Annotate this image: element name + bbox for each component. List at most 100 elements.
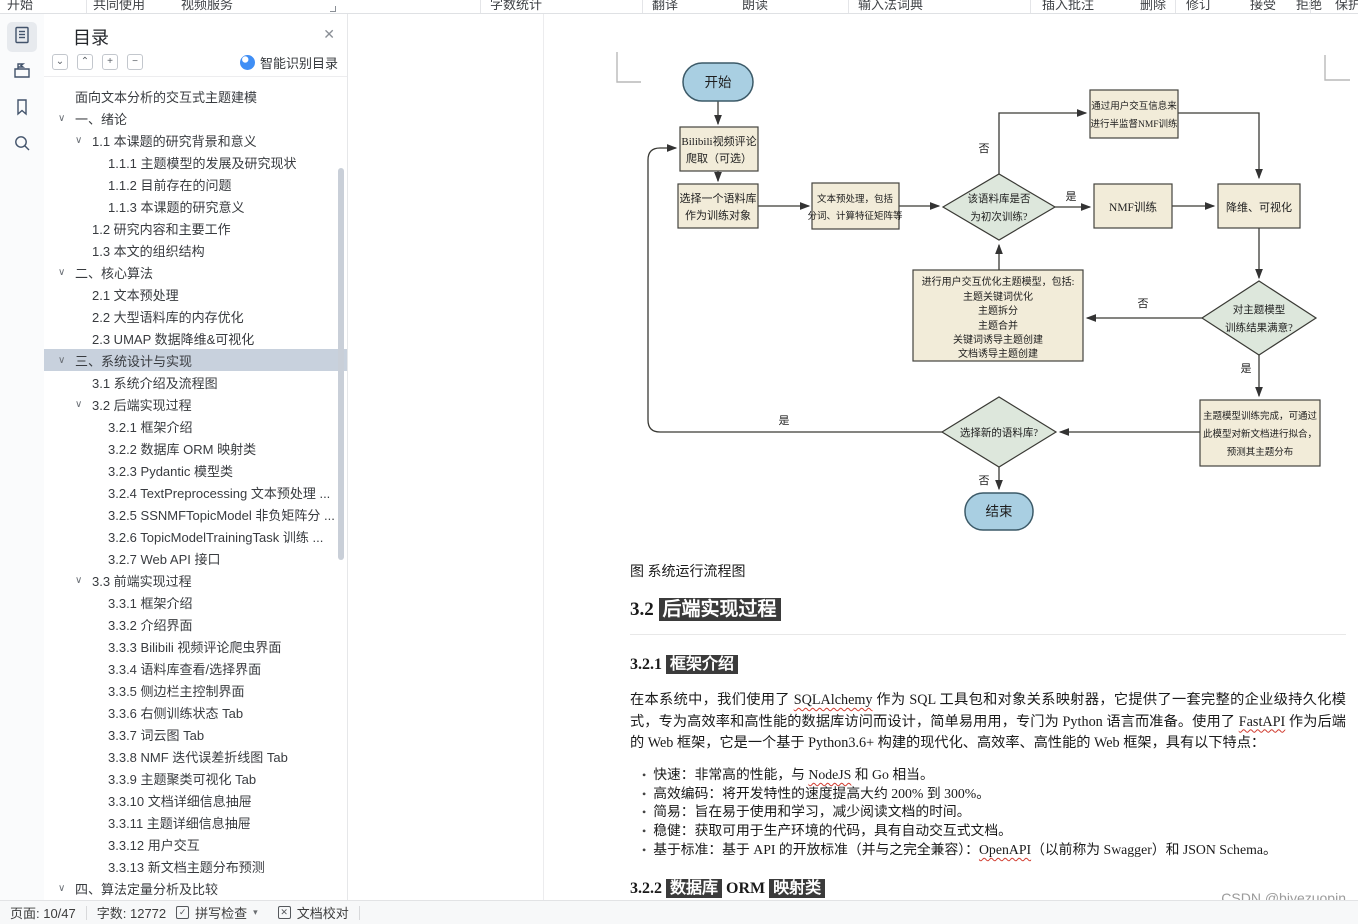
toc-item[interactable]: 2.3 UMAP 数据降维&可视化 (44, 327, 347, 349)
toc-item[interactable]: 3.3.7 词云图 Tab (44, 723, 347, 745)
toc-item[interactable]: 3.2.1 框架介绍 (44, 415, 347, 437)
divider (848, 0, 849, 13)
spell-check-icon: ✓ (176, 906, 190, 919)
ribbon-item[interactable]: 输入法词典 (858, 0, 924, 12)
ribbon-item[interactable]: 开始 (7, 0, 34, 12)
svg-text:此模型对新文档进行拟合，: 此模型对新文档进行拟合， (1203, 428, 1317, 440)
toc-item-label: 3.2.7 Web API 接口 (108, 551, 221, 567)
toc-item[interactable]: 3.2.5 SSNMFTopicModel 非负矩阵分 ... (44, 503, 347, 525)
ribbon-item[interactable]: 字数统计 (490, 0, 543, 12)
toc-item[interactable]: 1.1.3 本课题的研究意义 (44, 195, 347, 217)
ribbon-item[interactable]: 共同使用 (93, 0, 146, 12)
toc-item-label: 一、绪论 (75, 111, 128, 127)
ribbon-item[interactable]: 拒绝 (1296, 0, 1323, 12)
toc-item[interactable]: 3.3.2 介绍界面 (44, 613, 347, 635)
toc-item[interactable]: ∨ 一、绪论 (44, 107, 347, 129)
toc-item[interactable]: 面向文本分析的交互式主题建模 (44, 85, 347, 107)
svg-text:对主题模型: 对主题模型 (1233, 303, 1286, 316)
toc-item[interactable]: ∨ 三、系统设计与实现 (44, 349, 347, 371)
text-segment: 映射类 (769, 879, 826, 898)
bookmark-panel-button[interactable] (7, 94, 37, 124)
toc-item[interactable]: 3.3.5 侧边栏主控制界面 (44, 679, 347, 701)
toc-item[interactable]: 3.1 系统介绍及流程图 (44, 371, 347, 393)
chevron-down-icon[interactable]: ∨ (75, 398, 83, 410)
toc-item[interactable]: 3.2.3 Pydantic 模型类 (44, 459, 347, 481)
proofread-button[interactable]: ✕ 文档校对 (268, 903, 359, 922)
toc-item[interactable]: 3.3.11 主题详细信息抽屉 (44, 811, 347, 833)
smart-toc-button[interactable]: 智能识别目录 (239, 53, 338, 72)
chevron-down-icon[interactable]: ∨ (75, 134, 83, 146)
proofread-icon: ✕ (277, 906, 291, 919)
toc-item[interactable]: 2.2 大型语料库的内存优化 (44, 305, 347, 327)
outline-panel-icon (13, 26, 31, 49)
chevron-down-icon[interactable]: ∨ (58, 112, 66, 124)
toc-item[interactable]: 3.2.2 数据库 ORM 映射类 (44, 437, 347, 459)
collapse-all-button[interactable]: − (127, 54, 143, 70)
dialog-launcher-icon[interactable] (330, 6, 336, 12)
chevron-down-icon[interactable]: ∨ (58, 354, 66, 366)
toc-item-label: 3.3.9 主题聚类可视化 Tab (108, 771, 257, 787)
ribbon-item[interactable]: 修订 (1186, 0, 1213, 12)
feature-item: 高效编码：将开发特性的速度提高大约 200% 到 300%。 (642, 785, 1346, 804)
toc-scrollbar-thumb[interactable] (338, 168, 344, 560)
toc-item[interactable]: 3.2.6 TopicModelTrainingTask 训练 ... (44, 525, 347, 547)
ribbon-item[interactable]: 朗读 (742, 0, 769, 12)
toc-item[interactable]: 3.3.13 新文档主题分布预测 (44, 855, 347, 877)
chevron-down-icon[interactable]: ∨ (75, 574, 83, 586)
ribbon-item[interactable]: 翻译 (652, 0, 679, 12)
expand-down-button[interactable]: ⌄ (52, 54, 68, 70)
spell-check-button[interactable]: ✓ 拼写检查 ▾ (166, 903, 268, 922)
toc-item-label: 四、算法定量分析及比较 (75, 881, 219, 897)
collapse-up-button[interactable]: ⌃ (77, 54, 93, 70)
toc-item[interactable]: 3.2.7 Web API 接口 (44, 547, 347, 569)
toc-item-label: 三、系统设计与实现 (75, 353, 193, 369)
toc-item[interactable]: 3.3.4 语料库查看/选择界面 (44, 657, 347, 679)
svg-text:主题模型训练完成，可通过: 主题模型训练完成，可通过 (1203, 410, 1318, 422)
toc-item[interactable]: 3.3.9 主题聚类可视化 Tab (44, 767, 347, 789)
document-canvas[interactable]: 开始 结束 Bilibili视频评论 爬取（可选） 选择一个语料库 作为训练对象… (544, 14, 1358, 900)
flow-connectors (647, 101, 1263, 491)
toc-item[interactable]: 3.3.6 右侧训练状态 Tab (44, 701, 347, 723)
outline-panel-button[interactable] (7, 22, 37, 52)
toc-item[interactable]: 3.3.8 NMF 迭代误差折线图 Tab (44, 745, 347, 767)
annotation-panel-button[interactable] (7, 58, 37, 88)
search-panel-button[interactable] (7, 130, 37, 160)
flow-node-nmf-train: NMF训练 (1093, 183, 1173, 229)
text-segment: （以前称为 Swagger）和 JSON Schema。 (1031, 841, 1277, 857)
ribbon-item[interactable]: 插入批注 (1042, 0, 1095, 12)
flow-node-end: 结束 (964, 492, 1034, 531)
divider (85, 905, 87, 920)
toc-item[interactable]: ∨ 四、算法定量分析及比较 (44, 877, 347, 899)
toc-item[interactable]: 1.3 本文的组织结构 (44, 239, 347, 261)
toc-item[interactable]: ∨3.2 后端实现过程 (44, 393, 347, 415)
svg-text:开始: 开始 (705, 75, 733, 90)
toc-item[interactable]: 3.3.12 用户交互 (44, 833, 347, 855)
toc-item[interactable]: 1.2 研究内容和主要工作 (44, 217, 347, 239)
toc-item[interactable]: 3.3.3 Bilibili 视频评论爬虫界面 (44, 635, 347, 657)
toc-item[interactable]: 3.2.4 TextPreprocessing 文本预处理 ... (44, 481, 347, 503)
ribbon-item[interactable]: 保护 (1335, 0, 1358, 12)
toc-item[interactable]: 3.3.1 框架介绍 (44, 591, 347, 613)
toc-item[interactable]: 3.3.10 文档详细信息抽屉 (44, 789, 347, 811)
chevron-down-icon[interactable]: ∨ (58, 882, 66, 894)
ribbon-item[interactable]: 删除 (1140, 0, 1167, 12)
ribbon-item[interactable]: 接受 (1250, 0, 1277, 12)
divider (1310, 0, 1311, 13)
text-segment: 作为 SQL 工具包和对象关系映射器，它提供了一套完整的企业级持久化模式，专为高… (630, 692, 1346, 730)
toc-item[interactable]: 1.1.2 目前存在的问题 (44, 173, 347, 195)
toc-item-label: 1.2 研究内容和主要工作 (92, 221, 231, 237)
text-segment: 作为后端的 Web 框架，它是一个基于 Python3.6+ 构建的现代化、高效… (630, 713, 1346, 752)
svg-text:否: 否 (979, 475, 990, 487)
toc-item[interactable]: ∨3.3 前端实现过程 (44, 569, 347, 591)
toc-item[interactable]: 2.1 文本预处理 (44, 283, 347, 305)
ribbon-item[interactable]: 视频服务 (181, 0, 234, 12)
chevron-down-icon: ▾ (253, 907, 258, 917)
flow-node-crawl: Bilibili视频评论 爬取（可选） (679, 126, 759, 172)
toc-item[interactable]: 1.1.1 主题模型的发展及研究现状 (44, 151, 347, 173)
toc-item[interactable]: ∨1.1 本课题的研究背景和意义 (44, 129, 347, 151)
expand-all-button[interactable]: + (102, 54, 118, 70)
close-icon[interactable]: ✕ (323, 26, 335, 42)
chevron-down-icon[interactable]: ∨ (58, 266, 66, 278)
toc-item[interactable]: ∨二、核心算法 (44, 261, 347, 283)
